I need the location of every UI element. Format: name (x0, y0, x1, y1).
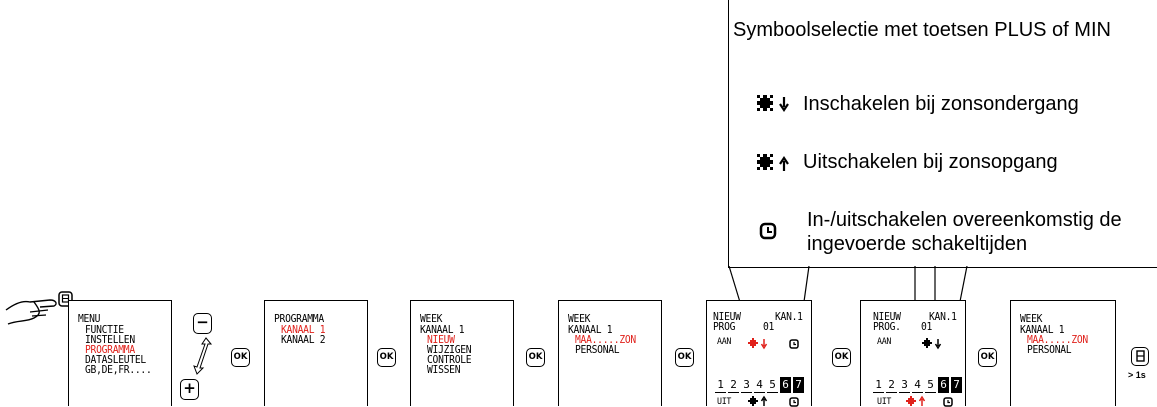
day-cell: 5 (767, 377, 778, 393)
day-cell-selected: 7 (951, 377, 962, 393)
day-cell-selected: 6 (938, 377, 949, 393)
ok-button[interactable]: OK (377, 348, 396, 367)
day-cell: 5 (925, 377, 936, 393)
sun-up-icon (748, 395, 768, 406)
lcd-screen-programma: PROGRAMMA KANAAL 1 KANAAL 2 (264, 300, 368, 406)
menu-line: CONTROLE (427, 354, 472, 366)
menu-line-selected: MAA.....ZON (1027, 334, 1088, 346)
menu-key-button[interactable] (1131, 347, 1149, 366)
ok-button[interactable]: OK (978, 348, 997, 367)
aan-label: AAN (877, 337, 892, 347)
screen-title: NIEUW (873, 311, 901, 323)
uit-label: UIT (877, 397, 892, 407)
day-cell: 2 (886, 377, 897, 393)
menu-line-selected: KANAAL 1 (281, 324, 326, 336)
menu-line: PROGRAMMA (274, 313, 324, 325)
clock-icon (759, 222, 777, 240)
sun-up-icon (757, 154, 789, 171)
ok-button[interactable]: OK (526, 348, 545, 367)
menu-line: DATASLEUTEL (85, 354, 146, 366)
menu-line: MENU (78, 313, 101, 325)
lcd-screen-week-days: WEEK KANAAL 1 MAA.....ZON PERSONAL (558, 300, 662, 406)
hand-press-icon (5, 291, 73, 325)
menu-line: KANAAL 1 (420, 324, 465, 336)
callout-item-clock: In-/uitschakelen overeenkomstig de ingev… (807, 209, 1122, 255)
menu-line: GB,DE,FR.... (85, 364, 152, 376)
day-cell: 4 (912, 377, 923, 393)
menu-line: FUNCTIE (85, 324, 124, 336)
day-cell: 3 (899, 377, 910, 393)
aan-label: AAN (717, 337, 732, 347)
prog-label: PROG (713, 321, 736, 333)
ok-button[interactable]: OK (832, 348, 851, 367)
lcd-screen-menu: MENU FUNCTIE INSTELLEN PROGRAMMA DATASLE… (68, 300, 172, 406)
prog-number: 01 (921, 321, 933, 333)
double-arrow-icon (193, 337, 213, 375)
ok-button[interactable]: OK (675, 348, 694, 367)
menu-line: PERSONAL (575, 344, 620, 356)
day-cell-selected: 6 (780, 377, 791, 393)
menu-line-selected: MAA.....ZON (575, 334, 636, 346)
sun-up-icon (906, 395, 926, 406)
menu-line: KANAAL 1 (1020, 324, 1065, 336)
menu-line-selected: PROGRAMMA (85, 344, 135, 356)
callout-item-sunup: Uitschakelen bij zonsopgang (803, 151, 1058, 173)
menu-key-icon (1135, 350, 1145, 362)
lcd-screen-nieuw-uit: NIEUW KAN.1 PROG. 01 AAN 1 2 3 4 5 6 7 U… (860, 300, 966, 407)
menu-line: WISSEN (427, 364, 461, 376)
menu-line: KANAAL 2 (281, 334, 326, 346)
sun-down-icon (922, 338, 942, 350)
lcd-screen-week-days-final: WEEK KANAAL 1 MAA.....ZON PERSONAL (1010, 300, 1116, 406)
menu-line: INSTELLEN (85, 334, 135, 346)
sun-down-icon (748, 338, 768, 350)
callout-title: Symboolselectie met toetsen PLUS of MIN (733, 19, 1111, 41)
ok-button[interactable]: OK (231, 348, 250, 367)
plus-button[interactable]: + (180, 379, 199, 400)
clock-icon (789, 339, 799, 349)
callout-item-sundown: Inschakelen bij zonsondergang (803, 93, 1079, 115)
minus-button[interactable]: − (193, 313, 212, 334)
day-cell-selected: 7 (793, 377, 804, 393)
weekday-selector: 1 2 3 4 5 6 7 (715, 377, 806, 394)
menu-line-selected: NIEUW (427, 334, 455, 346)
menu-line: KANAAL 1 (568, 324, 613, 336)
weekday-selector: 1 2 3 4 5 6 7 (873, 377, 964, 394)
day-cell: 2 (728, 377, 739, 393)
prog-number: 01 (763, 321, 775, 333)
channel-label: KAN.1 (929, 311, 957, 323)
sun-down-icon (757, 95, 789, 112)
prog-label: PROG. (873, 321, 901, 333)
day-cell: 4 (754, 377, 765, 393)
day-cell: 1 (715, 377, 726, 393)
symbol-selection-callout: Symboolselectie met toetsen PLUS of MIN … (728, 0, 1157, 268)
screen-title: NIEUW (713, 311, 741, 323)
menu-line: WEEK (420, 313, 443, 325)
day-cell: 3 (741, 377, 752, 393)
menu-line: PERSONAL (1027, 344, 1072, 356)
menu-line: WEEK (568, 313, 591, 325)
hold-duration-label: > 1s (1128, 370, 1146, 380)
menu-line: WIJZIGEN (427, 344, 472, 356)
lcd-screen-nieuw-aan: NIEUW KAN.1 PROG 01 AAN 1 2 3 4 5 6 7 UI… (706, 300, 812, 407)
uit-label: UIT (717, 397, 732, 407)
channel-label: KAN.1 (775, 311, 803, 323)
lcd-screen-week: WEEK KANAAL 1 NIEUW WIJZIGEN CONTROLE WI… (410, 300, 514, 406)
day-cell: 1 (873, 377, 884, 393)
menu-line: WEEK (1020, 313, 1043, 325)
